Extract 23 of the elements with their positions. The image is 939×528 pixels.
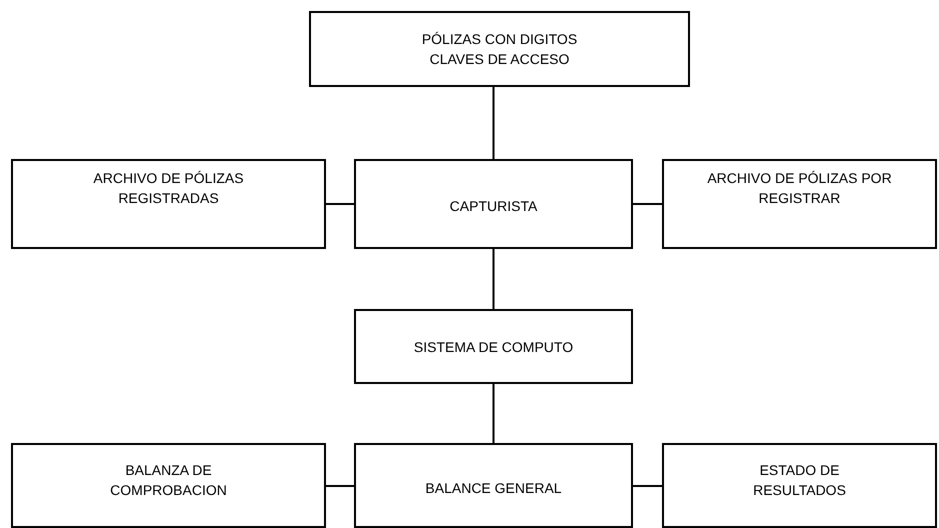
box-label: CAPTURISTA <box>450 197 538 216</box>
connector-line <box>326 485 354 487</box>
box-label: PÓLIZAS CON DIGITOS CLAVES DE ACCESO <box>420 30 578 69</box>
process-box <box>354 159 633 249</box>
connector-line <box>492 249 494 309</box>
process-box <box>309 11 690 87</box>
box-label: ARCHIVO DE PÓLIZAS POR REGISTRAR <box>706 169 893 208</box>
process-box <box>354 309 633 384</box>
process-box <box>11 443 326 528</box>
process-box <box>662 443 937 528</box>
process-box <box>354 443 633 528</box>
box-label: SISTEMA DE COMPUTO <box>414 338 574 356</box>
box-label: BALANZA DE COMPROBACION <box>109 461 228 500</box>
process-box <box>11 159 326 249</box>
process-box <box>662 159 937 249</box>
box-label: BALANCE GENERAL <box>425 479 562 498</box>
box-label: ARCHIVO DE PÓLIZAS REGISTRADAS <box>92 169 245 208</box>
box-label: ESTADO DE RESULTADOS <box>752 461 847 500</box>
connector-line <box>492 87 494 159</box>
connector-line <box>326 203 354 205</box>
connector-line <box>633 485 662 487</box>
connector-line <box>492 384 494 443</box>
connector-line <box>633 203 662 205</box>
